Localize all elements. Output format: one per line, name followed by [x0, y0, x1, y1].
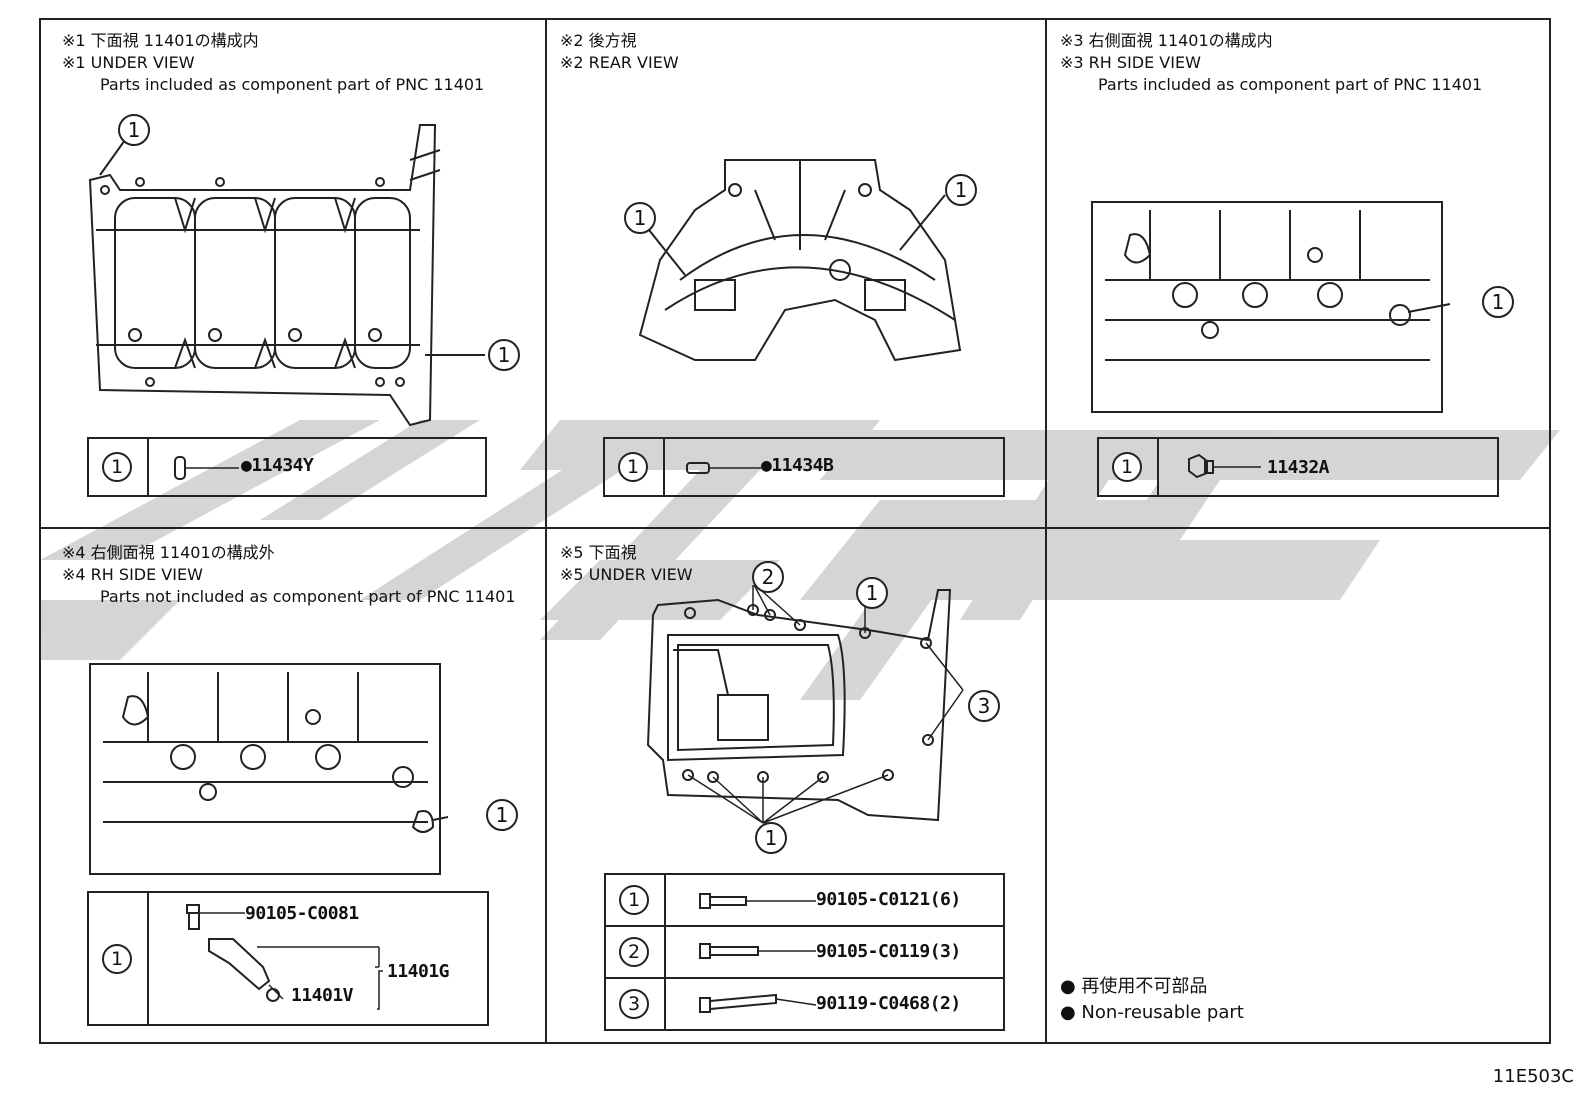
panel-3-part-table: 1 11432A [1097, 437, 1499, 497]
engine-block-rh-side-view [89, 663, 448, 875]
part-number: 90105-C0121(6) [816, 889, 961, 910]
ref-circle: 3 [619, 989, 649, 1019]
callout-2: 2 [752, 561, 784, 593]
panel-5-jp-title: ※5 下面視 [560, 543, 637, 562]
part-number: 90105-C0119(3) [816, 941, 961, 962]
panel-5-en-title: ※5 UNDER VIEW [560, 565, 693, 584]
panel-2-part-table: 1 ●11434B [603, 437, 1005, 497]
bolt-icon [699, 993, 817, 1013]
panel-4-jp-title: ※4 右側面視 11401の構成外 [62, 543, 275, 562]
part-number: ●11434Y [241, 455, 314, 476]
ref-circle: 1 [102, 452, 132, 482]
diagram-frame [39, 18, 1551, 1044]
part-number: 11432A [1267, 457, 1330, 478]
panel-3-jp-title: ※3 右側面視 11401の構成内 [1060, 31, 1273, 50]
diagram-code: 11E503C [1492, 1066, 1574, 1087]
table-num-cell: 1 [1099, 439, 1159, 495]
panel-3-subtitle: Parts included as component part of PNC … [1098, 75, 1483, 94]
part-number: 11401V [291, 985, 354, 1006]
bolt-icon [699, 943, 816, 959]
table-num-cell [606, 875, 666, 1029]
row-divider [606, 977, 1003, 979]
panel-2-en-title: ※2 REAR VIEW [560, 53, 679, 72]
oil-pan-under-view [646, 585, 964, 824]
panel-4-subtitle: Parts not included as component part of … [100, 587, 516, 606]
panel-1-jp-title: ※1 下面視 11401の構成内 [62, 31, 259, 50]
part-number: 90105-C0081 [245, 903, 359, 924]
panel-1-part-table: 1 ●11434Y [87, 437, 487, 497]
knock-pin-icon [174, 456, 239, 480]
plug-icon [1188, 453, 1261, 479]
panel-2-jp-title: ※2 後方視 [560, 31, 637, 50]
ref-circle: 1 [619, 885, 649, 915]
ref-circle: 1 [102, 944, 132, 974]
ref-circle: 1 [618, 452, 648, 482]
panel-4-en-title: ※4 RH SIDE VIEW [62, 565, 203, 584]
panel-3-header: ※3 右側面視 11401の構成内 ※3 RH SIDE VIEW Parts … [1060, 30, 1482, 96]
panel-1-header: ※1 下面視 11401の構成内 ※1 UNDER VIEW Parts inc… [62, 30, 484, 96]
callout-1: 1 [1482, 286, 1514, 318]
callout-3: 3 [968, 690, 1000, 722]
part-number: 11401G [387, 961, 450, 982]
panel-5-part-table: 1 90105-C0121(6) 2 90105-C0119(3) 3 9011… [604, 873, 1005, 1031]
divider [545, 18, 547, 1044]
table-num-cell: 1 [89, 893, 149, 1024]
oil-jet-assembly-icon [186, 904, 383, 1010]
ref-circle: 2 [619, 937, 649, 967]
engine-block-rear-view [638, 159, 962, 362]
legend-en: ● Non-reusable part [1060, 1002, 1244, 1023]
panel-1-subtitle: Parts included as component part of PNC … [100, 75, 485, 94]
pin-icon [686, 462, 761, 474]
row-divider [606, 925, 1003, 927]
callout-1: 1 [118, 114, 150, 146]
panel-4-header: ※4 右側面視 11401の構成外 ※4 RH SIDE VIEW Parts … [62, 542, 516, 608]
panel-5-header: ※5 下面視 ※5 UNDER VIEW [560, 542, 693, 586]
callout-1: 1 [755, 822, 787, 854]
engine-block-rh-side-view [1091, 201, 1450, 413]
panel-1-en-title: ※1 UNDER VIEW [62, 53, 195, 72]
callout-1: 1 [488, 339, 520, 371]
table-num-cell: 1 [89, 439, 149, 495]
ref-circle: 1 [1112, 452, 1142, 482]
callout-1: 1 [945, 174, 977, 206]
panel-2-header: ※2 後方視 ※2 REAR VIEW [560, 30, 679, 74]
part-number: 90119-C0468(2) [816, 993, 961, 1014]
table-num-cell: 1 [605, 439, 665, 495]
divider [39, 527, 1551, 529]
legend: ● 再使用不可部品 ● Non-reusable part [1060, 974, 1244, 1026]
callout-1: 1 [486, 799, 518, 831]
callout-1: 1 [624, 202, 656, 234]
part-number: ●11434B [761, 455, 834, 476]
divider [1045, 18, 1047, 1044]
panel-4-part-table: 1 90105-C0081 11401V 11401G [87, 891, 489, 1026]
legend-jp: ● 再使用不可部品 [1060, 976, 1208, 997]
bolt-icon [699, 893, 816, 909]
callout-1: 1 [856, 577, 888, 609]
panel-3-en-title: ※3 RH SIDE VIEW [1060, 53, 1201, 72]
engine-block-under-view [88, 124, 485, 427]
